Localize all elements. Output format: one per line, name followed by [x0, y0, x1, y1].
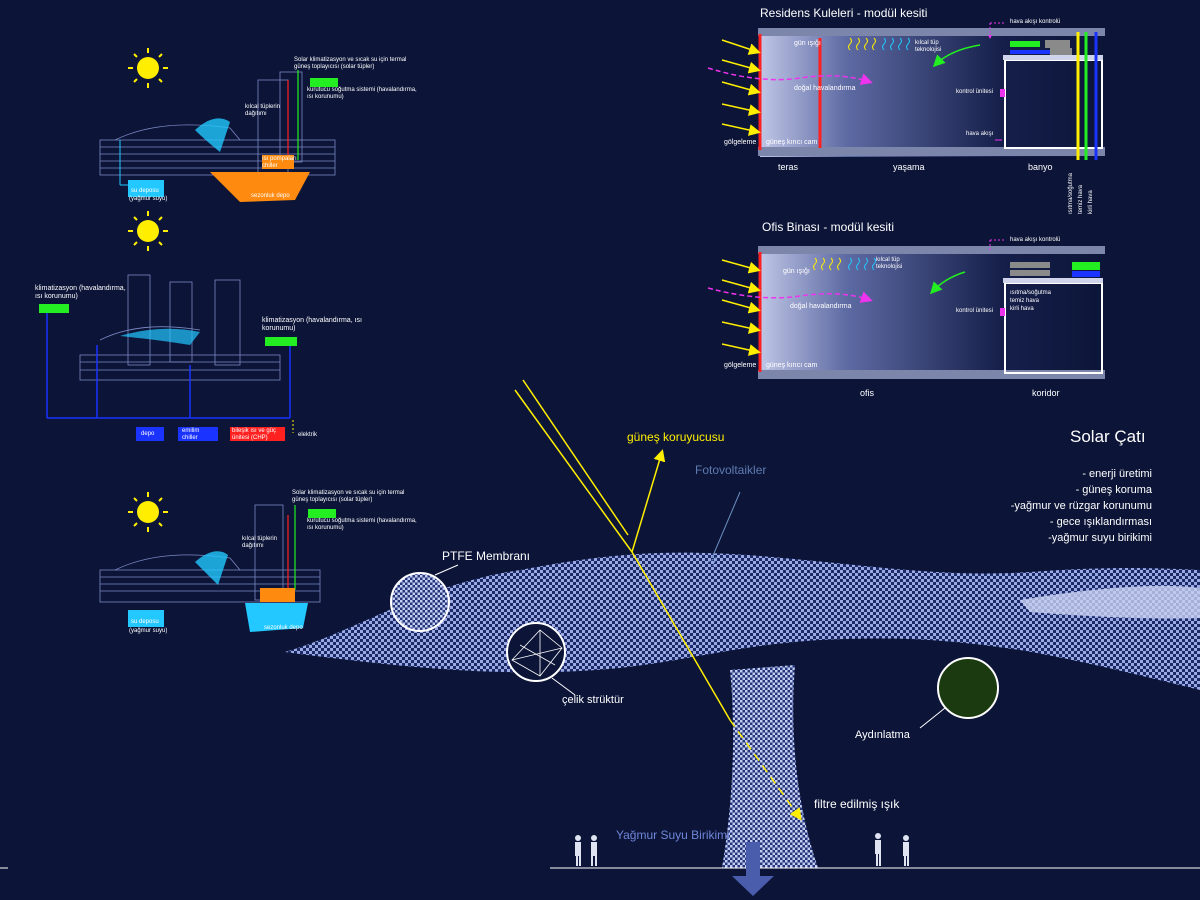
sun-icon: [128, 492, 168, 532]
d3-solar-label: Solar klimatizasyon ve sıcak su için ter…: [292, 490, 405, 503]
office-shading-label: gölgeleme: [724, 362, 757, 369]
ptfe-label: PTFE Membranı: [442, 549, 531, 563]
energy-diagram-2: [39, 211, 297, 441]
office-fresh-label: temiz hava: [1010, 298, 1040, 304]
energy-diagram-3: [99, 492, 336, 632]
d2-chiller-label: emilim chiller: [182, 428, 200, 441]
sun-shield-label: güneş koruyucusu: [627, 430, 725, 444]
office-office-label: ofis: [860, 388, 875, 398]
residence-natural-vent-label: doğal havalandırma: [794, 85, 856, 92]
d2-depo-label: depo: [141, 431, 155, 437]
residence-vertical-fresh-label: temiz hava: [1078, 184, 1084, 214]
solar-roof-item: -yağmur suyu birikimi: [1048, 532, 1152, 544]
steel-structure-icon: [506, 622, 576, 696]
residence-sunlight-label: gün ışığı: [794, 40, 821, 47]
office-title: Ofis Binası - modül kesiti: [762, 220, 895, 234]
d1-rain-label: (yağmur suyu): [129, 196, 168, 202]
residence-capillary-label: kılcal tüp teknolojisi: [915, 40, 942, 53]
office-sunlight-label: gün ışığı: [783, 268, 810, 275]
solar-roof-list: - enerji üretimi - güneş koruma -yağmur …: [1011, 466, 1152, 546]
office-capillary-label: kılcal tüp teknolojisi: [876, 257, 903, 270]
office-natural-vent-label: doğal havalandırma: [790, 303, 852, 310]
lighting-detail-icon: [919, 657, 999, 729]
office-corridor-label: koridor: [1032, 388, 1060, 398]
d2-electric-label: elektrik: [298, 432, 318, 438]
lighting-label: Aydınlatma: [855, 729, 910, 741]
steel-structure-label: çelik strüktür: [562, 694, 624, 706]
d1-solar-label: Solar klimatizasyon ve sıcak su için ter…: [294, 57, 407, 70]
d2-clim-left-label: klimatizasyon (havalandırma, ısı korunum…: [35, 285, 126, 301]
people-silhouettes: [575, 833, 909, 866]
residence-air-flow-label: hava akışı: [966, 131, 994, 137]
solar-roof-item: -yağmur ve rüzgar korunumu: [1010, 500, 1152, 512]
d3-rain-label: (yağmur suyu): [129, 628, 168, 634]
residence-living-label: yaşama: [893, 162, 925, 172]
solar-roof-canopy: [0, 552, 1200, 896]
d2-chp-label: bileşik ısı ve güç ünitesi (CHP): [232, 428, 277, 441]
residence-terrace-label: teras: [778, 162, 799, 172]
solar-roof-item: - güneş koruma: [1075, 484, 1152, 496]
office-section: [707, 239, 1105, 379]
residence-title: Residens Kuleleri - modül kesiti: [760, 6, 928, 20]
d1-capillary-label: kılcal tüplerin dağıtımı: [245, 104, 281, 117]
d3-capillary-label: kılcal tüplerin dağıtımı: [242, 536, 278, 549]
energy-diagram-1: [99, 48, 338, 202]
residence-shading-label: gölgeleme: [724, 139, 757, 146]
d3-water-tank-label: su deposu: [131, 619, 159, 625]
d1-seasonal-label: sezonluk depo: [251, 193, 290, 199]
ptfe-detail-icon: [390, 564, 459, 632]
sun-icon: [128, 211, 168, 251]
d2-clim-right-label: klimatizasyon (havalandırma, ısı korunum…: [262, 317, 362, 333]
d3-seasonal-label: sezonluk depo: [264, 625, 303, 631]
rain-collection-label: Yağmur Suyu Birikimi: [616, 828, 730, 842]
office-control-unit-label: kontrol ünitesi: [956, 308, 994, 314]
residence-bath-label: banyo: [1028, 162, 1053, 172]
residence-air-control-label: hava akışı kontrolü: [1010, 19, 1061, 25]
solar-roof-item: - gece ışıklandırması: [1049, 516, 1152, 528]
d1-heat-pump-label: ısı pompaları chiller: [262, 156, 297, 169]
d1-dry-cool-label: kurutucu soğutma sistemi (havalandırma, …: [307, 87, 417, 100]
d1-water-tank-label: su deposu: [131, 188, 159, 194]
residence-control-unit-label: kontrol ünitesi: [956, 89, 994, 95]
residence-section: [707, 22, 1105, 160]
sun-icon: [128, 48, 168, 88]
office-sun-glass-label: güneş kırıcı cam: [766, 362, 818, 369]
office-dirty-label: kirli hava: [1010, 306, 1034, 312]
photovoltaics-label: Fotovoltaikler: [695, 463, 767, 477]
residence-sun-glass-label: güneş kırıcı cam: [766, 139, 818, 146]
office-heat-label: ısıtma/soğutma: [1010, 290, 1052, 296]
residence-vertical-dirty-label: kirli hava: [1088, 190, 1094, 214]
residence-vertical-heat-label: ısıtma/soğutma: [1068, 172, 1074, 214]
solar-roof-item: - enerji üretimi: [1082, 468, 1152, 480]
d3-dry-cool-label: kurutucu soğutma sistemi (havalandırma, …: [307, 518, 417, 531]
office-air-control-label: hava akışı kontrolü: [1010, 237, 1061, 243]
filtered-light-label: filtre edilmiş ışık: [814, 797, 900, 811]
solar-roof-title: Solar Çatı: [1070, 427, 1146, 446]
